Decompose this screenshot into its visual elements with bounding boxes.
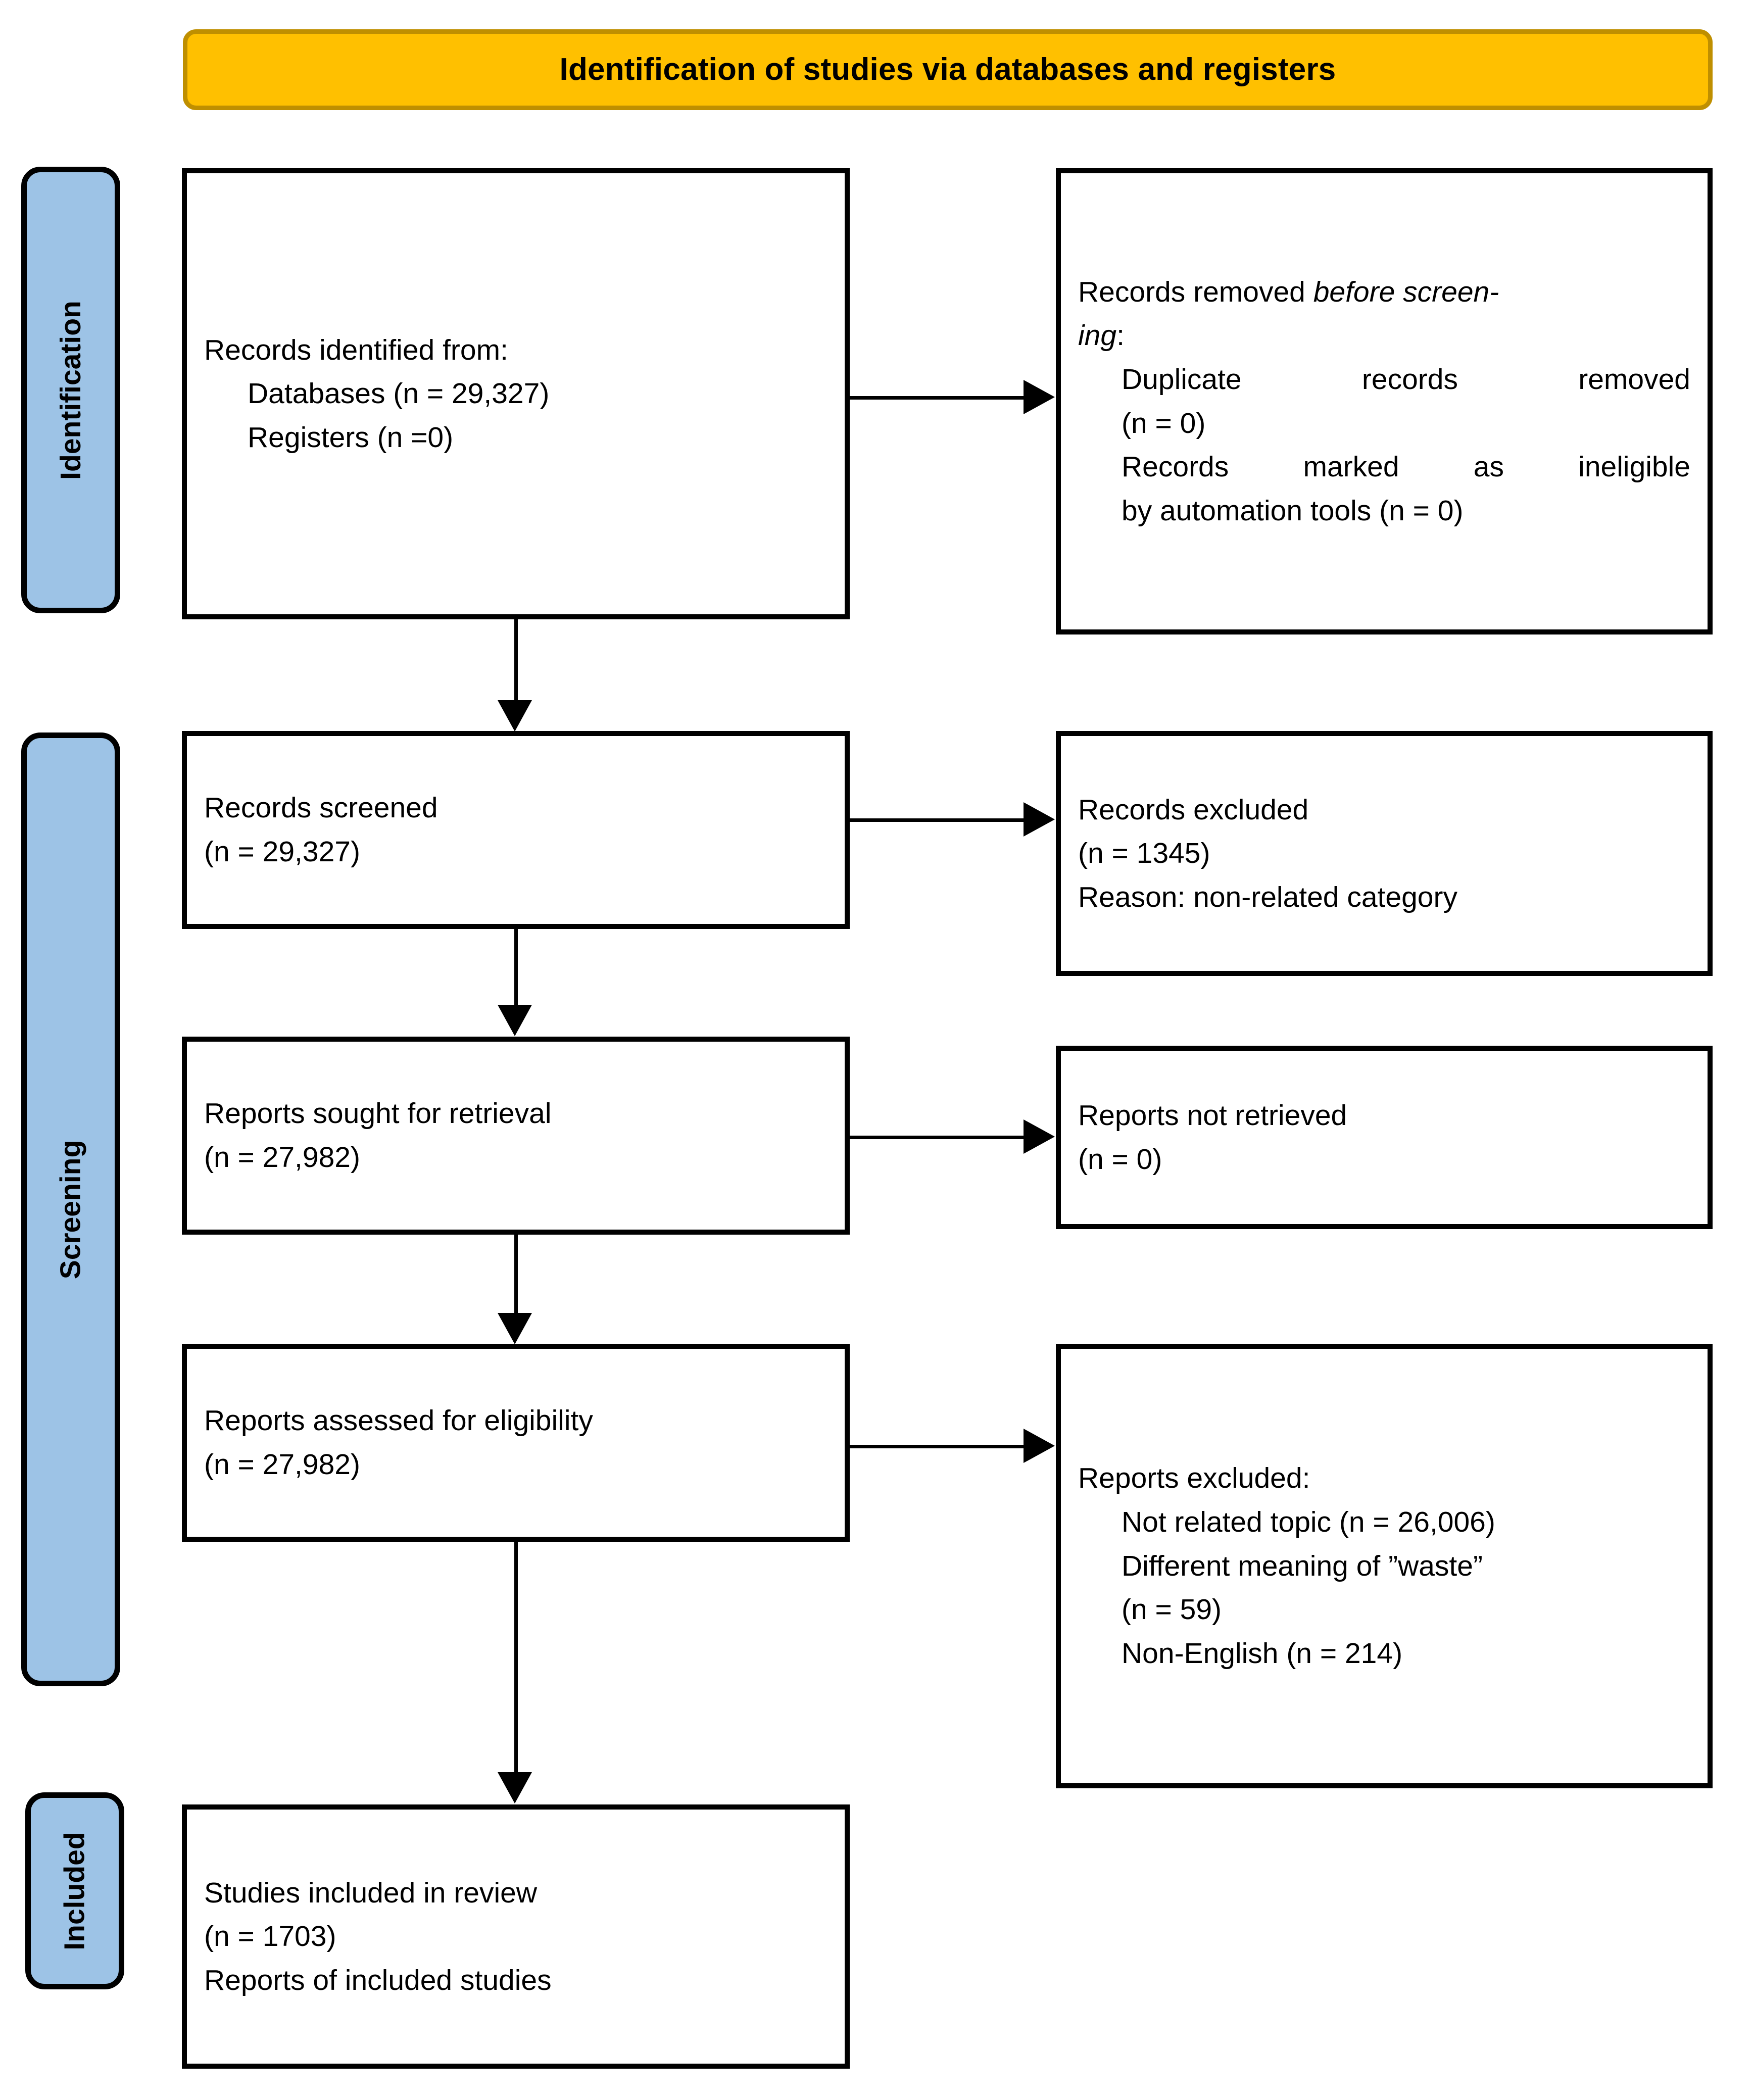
- arrow-down-icon: [498, 1313, 532, 1344]
- connector-sought-to-assessed: [514, 1235, 518, 1313]
- records-removed-duplicates-count: (n = 0): [1122, 407, 1206, 439]
- box-reports-sought-for-retrieval: Reports sought for retrieval (n = 27,982…: [182, 1037, 850, 1235]
- stage-label-identification: Identification: [21, 167, 120, 613]
- stage-label-screening: Screening: [21, 732, 120, 1686]
- records-removed-duplicates: Duplicate records removed: [1122, 363, 1690, 396]
- arrow-down-icon: [498, 1772, 532, 1803]
- connector-identified-to-screened: [514, 619, 518, 701]
- records-excluded-count: (n = 1345): [1078, 837, 1210, 870]
- records-removed-heading-italic: before screen-: [1313, 275, 1499, 308]
- reports-excluded-different-meaning-count: (n = 59): [1122, 1593, 1222, 1626]
- connector-assessed-to-included: [514, 1542, 518, 1772]
- reports-not-retrieved-heading: Reports not retrieved: [1078, 1099, 1347, 1132]
- records-identified-registers: Registers (n =0): [248, 421, 454, 454]
- reports-sought-heading: Reports sought for retrieval: [204, 1097, 552, 1130]
- records-removed-heading-plain: Records removed: [1078, 275, 1313, 308]
- stage-label-screening-text: Screening: [54, 1140, 87, 1279]
- arrow-right-icon: [1024, 1429, 1055, 1463]
- reports-excluded-not-related: Not related topic (n = 26,006): [1122, 1506, 1495, 1539]
- connector-assessed-to-reports-excluded: [850, 1445, 1025, 1448]
- box-studies-included-in-review: Studies included in review (n = 1703) Re…: [182, 1804, 850, 2069]
- reports-not-retrieved-count: (n = 0): [1078, 1143, 1162, 1176]
- page-title: Identification of studies via databases …: [559, 52, 1336, 87]
- connector-identified-to-removed: [850, 396, 1025, 400]
- box-reports-excluded: Reports excluded: Not related topic (n =…: [1056, 1344, 1713, 1788]
- reports-excluded-different-meaning: Different meaning of ”waste”: [1122, 1549, 1483, 1582]
- records-screened-count: (n = 29,327): [204, 836, 360, 868]
- reports-assessed-count: (n = 27,982): [204, 1448, 360, 1481]
- reports-excluded-non-english: Non-English (n = 214): [1122, 1637, 1403, 1670]
- stage-label-included-text: Included: [58, 1831, 91, 1950]
- studies-included-count: (n = 1703): [204, 1920, 336, 1953]
- records-identified-heading: Records identified from:: [204, 333, 508, 366]
- arrow-right-icon: [1024, 380, 1055, 414]
- records-removed-ineligible-count: by automation tools (n = 0): [1122, 494, 1464, 527]
- box-records-identified: Records identified from: Databases (n = …: [182, 168, 850, 619]
- records-screened-heading: Records screened: [204, 792, 438, 824]
- diagram-header-banner: Identification of studies via databases …: [183, 29, 1713, 110]
- box-reports-not-retrieved: Reports not retrieved (n = 0): [1056, 1046, 1713, 1229]
- connector-screened-to-sought: [514, 929, 518, 1005]
- reports-assessed-heading: Reports assessed for eligibility: [204, 1404, 593, 1437]
- records-excluded-heading: Records excluded: [1078, 793, 1309, 826]
- reports-sought-count: (n = 27,982): [204, 1141, 360, 1174]
- arrow-down-icon: [498, 700, 532, 731]
- records-removed-heading: Records removed before screen-: [1078, 270, 1690, 314]
- records-removed-heading-colon: :: [1116, 319, 1125, 352]
- records-identified-databases: Databases (n = 29,327): [248, 377, 550, 410]
- box-records-removed-before-screening: Records removed before screen- ing: Dupl…: [1056, 168, 1713, 634]
- studies-included-reports: Reports of included studies: [204, 1964, 552, 1996]
- stage-label-identification-text: Identification: [54, 300, 87, 480]
- connector-screened-to-records-excluded: [850, 818, 1025, 822]
- connector-sought-to-not-retrieved: [850, 1136, 1025, 1139]
- records-removed-ineligible: Records marked as ineligible: [1122, 451, 1690, 483]
- records-excluded-reason: Reason: non-related category: [1078, 881, 1457, 913]
- arrow-down-icon: [498, 1005, 532, 1036]
- box-reports-assessed-for-eligibility: Reports assessed for eligibility (n = 27…: [182, 1344, 850, 1542]
- records-removed-heading-cont: ing:: [1078, 314, 1690, 358]
- arrow-right-icon: [1024, 802, 1055, 837]
- records-removed-heading-italic-cont: ing: [1078, 319, 1117, 352]
- studies-included-heading: Studies included in review: [204, 1876, 538, 1909]
- arrow-right-icon: [1024, 1119, 1055, 1154]
- box-records-excluded: Records excluded (n = 1345) Reason: non-…: [1056, 731, 1713, 976]
- stage-label-included: Included: [25, 1792, 124, 1989]
- reports-excluded-heading: Reports excluded:: [1078, 1462, 1310, 1495]
- box-records-screened: Records screened (n = 29,327): [182, 731, 850, 929]
